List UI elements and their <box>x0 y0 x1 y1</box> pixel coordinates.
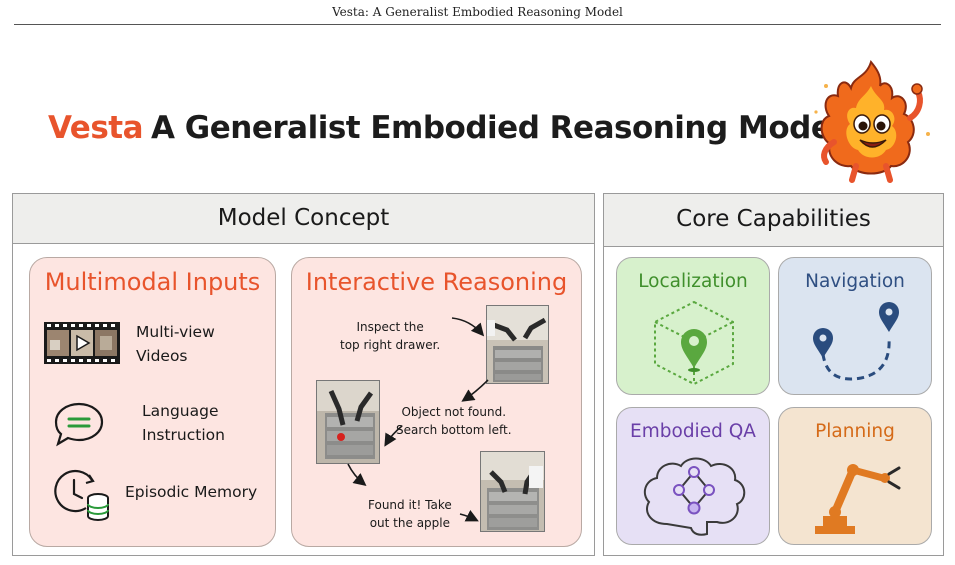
robot-photo-1 <box>486 305 549 384</box>
planning-title: Planning <box>815 421 895 442</box>
navigation-title: Navigation <box>805 271 905 292</box>
step-3-line-2: out the apple <box>369 516 450 530</box>
reasoning-step-3: Found it! Take out the apple <box>368 496 452 532</box>
capability-localization: Localization <box>616 257 770 395</box>
title-text: A Generalist Embodied Reasoning Model <box>151 110 842 146</box>
localization-title: Localization <box>638 271 748 292</box>
interactive-reasoning-title: Interactive Reasoning <box>305 268 568 296</box>
reasoning-arrows <box>347 317 489 522</box>
multimodal-inputs-title: Multimodal Inputs <box>44 268 261 296</box>
language-line-2: Instruction <box>142 426 225 444</box>
core-capabilities-heading: Core Capabilities <box>604 194 943 247</box>
videos-line-2: Videos <box>136 347 188 365</box>
step-2-line-2: Search bottom left. <box>396 423 512 437</box>
step-3-line-1: Found it! Take <box>368 498 452 512</box>
interactive-reasoning-card: Interactive Reasoning Inspect the top ri… <box>291 257 582 547</box>
step-1-line-2: top right drawer. <box>340 338 441 352</box>
memory-line-1: Episodic Memory <box>125 483 258 501</box>
input-label-memory: Episodic Memory <box>125 480 257 504</box>
fire-mascot-icon <box>796 56 946 186</box>
route-pins-icon <box>813 302 899 381</box>
videos-line-1: Multi-view <box>136 323 215 341</box>
language-line-1: Language <box>142 402 219 420</box>
step-1-line-1: Inspect the <box>356 320 424 334</box>
step-2-line-1: Object not found. <box>401 405 507 419</box>
core-capabilities-panel: Core Capabilities Localization Navigatio… <box>603 193 944 556</box>
capability-embodied-qa: Embodied QA <box>616 407 770 545</box>
chat-bubble-icon <box>52 400 106 452</box>
robot-photo-2 <box>316 380 380 464</box>
title-brand: Vesta <box>48 110 144 146</box>
model-concept-panel: Model Concept Multimodal Inputs Multi-vi… <box>12 193 595 556</box>
capability-navigation: Navigation <box>778 257 932 395</box>
running-header: Vesta: A Generalist Embodied Reasoning M… <box>332 5 623 19</box>
clock-database-icon <box>48 466 112 526</box>
capability-planning: Planning <box>778 407 932 545</box>
map-pin-cube-icon <box>654 300 734 386</box>
multimodal-inputs-card: Multimodal Inputs Multi-view Videos <box>29 257 276 547</box>
film-strip-icon <box>44 322 120 368</box>
brain-graph-icon <box>643 457 746 536</box>
robot-arm-icon <box>815 464 901 534</box>
embodied-qa-title: Embodied QA <box>630 421 756 442</box>
reasoning-step-2: Object not found. Search bottom left. <box>396 403 512 439</box>
robot-photo-3 <box>480 451 545 532</box>
input-label-language: Language Instruction <box>142 399 225 447</box>
reasoning-step-1: Inspect the top right drawer. <box>340 318 440 354</box>
model-concept-heading: Model Concept <box>13 194 594 244</box>
input-label-videos: Multi-view Videos <box>136 320 215 368</box>
header-rule <box>14 24 941 25</box>
